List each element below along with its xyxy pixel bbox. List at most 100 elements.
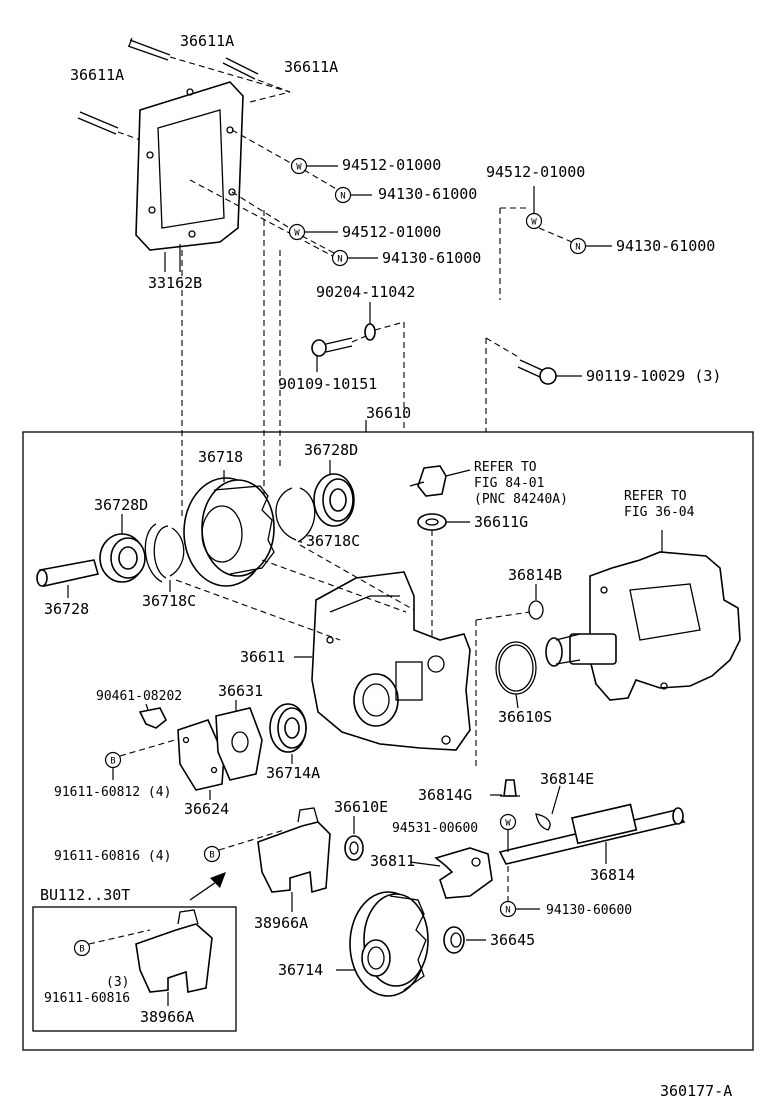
label-bolt-91611-60812: 91611-60812 (4) xyxy=(54,785,171,800)
label-nut-right: 94130-61000 xyxy=(616,237,715,255)
shaft-36728-part xyxy=(36,559,100,587)
gear-36718-part xyxy=(183,477,275,587)
label-bearing-36714A: 36714A xyxy=(266,764,320,782)
label-washer-2: 94512-01000 xyxy=(342,223,441,241)
clip-36814E-part xyxy=(535,813,551,831)
assembly-frame xyxy=(22,431,754,1051)
stud-top-part xyxy=(127,37,171,61)
spacer-36645-part xyxy=(443,926,465,954)
sensor-84240A-part xyxy=(409,465,447,497)
bracket-38966A-part xyxy=(257,807,331,894)
oring-36610S-part xyxy=(495,641,537,695)
cover-36631-part xyxy=(215,707,263,781)
bolt-symbol-60816: B xyxy=(203,845,221,863)
label-nut-1: 94130-61000 xyxy=(378,185,477,203)
label-oring-36814B: 36814B xyxy=(508,566,562,584)
shaft-36814-part xyxy=(498,803,686,865)
label-variant-title: BU112..30T xyxy=(40,886,130,904)
svg-text:N: N xyxy=(505,906,510,916)
svg-text:N: N xyxy=(337,255,342,265)
bolt-symbol-inset: B xyxy=(73,939,91,957)
fork-36811-part xyxy=(434,847,493,899)
bushing-36610E-part xyxy=(344,835,364,861)
stud-left-part xyxy=(77,111,119,135)
bolt-symbol-60812: B xyxy=(104,751,122,769)
variant-arrow xyxy=(189,872,226,901)
svg-text:W: W xyxy=(531,218,537,228)
washer-symbol-94531: W xyxy=(499,813,517,831)
svg-text:W: W xyxy=(294,229,300,239)
label-refer-1-line3: (PNC 84240A) xyxy=(474,492,568,507)
nut-symbol-right: N xyxy=(569,237,587,255)
label-nut-94130-60600: 94130-60600 xyxy=(546,903,632,918)
label-gasket: 33162B xyxy=(148,274,202,292)
bolt-90109-part xyxy=(311,337,353,357)
nut-symbol-2: N xyxy=(331,249,349,267)
diagram-id: 360177-A xyxy=(660,1082,732,1100)
label-stud-top: 36611A xyxy=(180,32,234,50)
stud-right-part xyxy=(222,57,259,80)
label-washer-right: 94512-01000 xyxy=(486,163,585,181)
svg-text:N: N xyxy=(575,243,580,253)
breather-36814G-part xyxy=(500,779,520,797)
label-snap-ring-right: 36718C xyxy=(306,532,360,550)
svg-text:B: B xyxy=(209,851,214,861)
label-spacer-36645: 36645 xyxy=(490,931,535,949)
label-clip-36814E: 36814E xyxy=(540,770,594,788)
label-bolt-91611-60816: 91611-60816 (4) xyxy=(54,849,171,864)
label-nut-2: 94130-61000 xyxy=(382,249,481,267)
label-shaft-36814: 36814 xyxy=(590,866,635,884)
output-housing-part xyxy=(545,551,741,701)
label-refer-2-line1: REFER TO xyxy=(624,489,687,504)
label-case-36611: 36611 xyxy=(240,648,285,666)
bolt-90119-part xyxy=(517,359,557,385)
svg-text:B: B xyxy=(110,757,115,767)
label-gear-36714: 36714 xyxy=(278,961,323,979)
label-inset-qty: (3) xyxy=(106,975,129,990)
label-oring-36610S: 36610S xyxy=(498,708,552,726)
washer-36611G-part xyxy=(417,513,447,531)
label-inset-bolt: 91611-60816 xyxy=(44,991,130,1006)
label-inset-bracket: 38966A xyxy=(140,1008,194,1026)
label-cover-36631: 36631 xyxy=(218,682,263,700)
washer-symbol-2: W xyxy=(288,223,306,241)
svg-text:W: W xyxy=(505,819,511,829)
label-bushing-36610E: 36610E xyxy=(334,798,388,816)
variant-inset-frame xyxy=(32,906,237,1032)
label-washer-36611G: 36611G xyxy=(474,513,528,531)
washer-90204-part xyxy=(364,323,376,341)
gasket-plate-part xyxy=(135,81,244,251)
bearing-36728D-left-part xyxy=(99,533,146,583)
clip-90461-part xyxy=(138,707,168,729)
label-bearing-right: 36728D xyxy=(304,441,358,459)
snap-ring-36718C-left-part xyxy=(144,523,185,583)
label-washer-1: 94512-01000 xyxy=(342,156,441,174)
label-gear-36718: 36718 xyxy=(198,448,243,466)
label-shaft-36728: 36728 xyxy=(44,600,89,618)
washer-symbol-1: W xyxy=(290,157,308,175)
label-bearing-left: 36728D xyxy=(94,496,148,514)
label-bolt-washer: 90204-11042 xyxy=(316,283,415,301)
svg-text:W: W xyxy=(296,163,302,173)
bearing-36728D-right-part xyxy=(313,473,355,527)
gasket-36624-part xyxy=(177,719,225,791)
label-bracket-38966A: 38966A xyxy=(254,914,308,932)
svg-text:N: N xyxy=(340,192,345,202)
nut-symbol-1: N xyxy=(334,186,352,204)
label-bolt-left: 90109-10151 xyxy=(278,375,377,393)
label-clip-90461: 90461-08202 xyxy=(96,689,182,704)
label-refer-2-line2: FIG 36-04 xyxy=(624,505,695,520)
label-refer-1-line1: REFER TO xyxy=(474,460,537,475)
label-stud-right: 36611A xyxy=(284,58,338,76)
label-snap-ring-left: 36718C xyxy=(142,592,196,610)
label-fork-36811: 36811 xyxy=(370,852,415,870)
gear-36714-part xyxy=(349,891,429,997)
label-bolt-right: 90119-10029 (3) xyxy=(586,367,721,385)
svg-text:B: B xyxy=(79,945,84,955)
label-seal-94531: 94531-00600 xyxy=(392,821,478,836)
bracket-38966A-inset-part xyxy=(135,909,213,993)
label-breather-36814G: 36814G xyxy=(418,786,472,804)
label-gasket-36624: 36624 xyxy=(184,800,229,818)
bearing-36714A-part xyxy=(269,703,307,753)
